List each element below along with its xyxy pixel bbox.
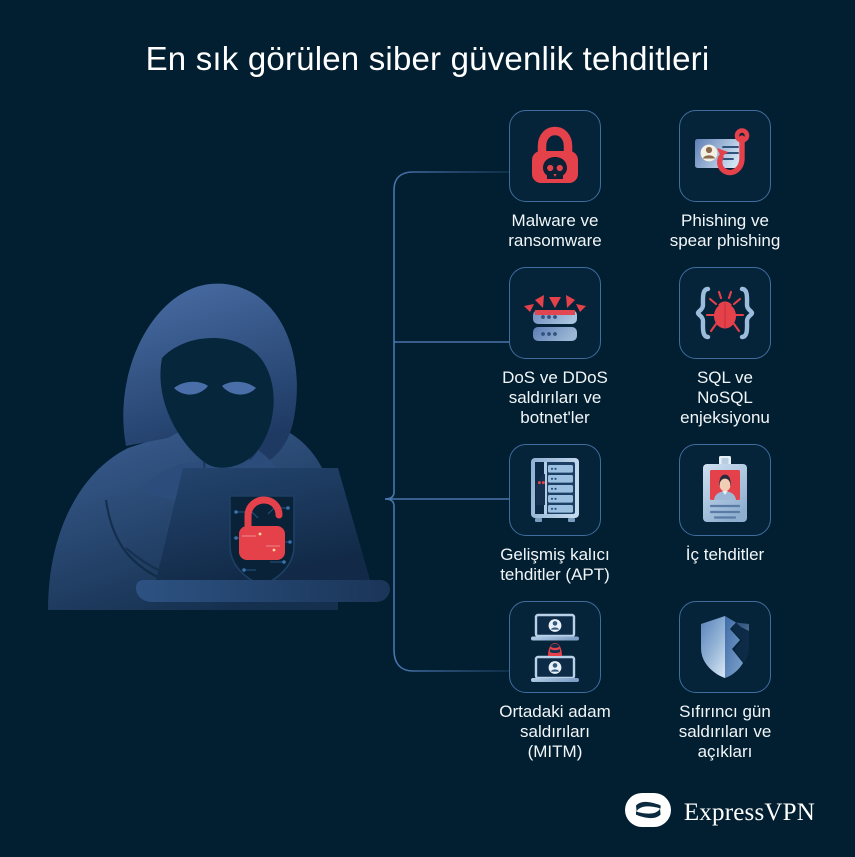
threat-row: Ortadaki adam saldırıları (MITM): [470, 601, 810, 762]
cracked-shield-icon: [694, 613, 756, 681]
server-cabinet-intruder-icon: [526, 455, 584, 525]
threat-item-sql-injection[interactable]: SQL ve NoSQL enjeksiyonu: [640, 267, 810, 428]
threat-row: DoS ve DDoS saldırıları ve botnet'ler: [470, 267, 810, 428]
threat-item-phishing[interactable]: Phishing ve spear phishing: [640, 110, 810, 251]
threat-icon-tile: [509, 601, 601, 693]
padlock-skull-icon: [526, 125, 584, 187]
threat-grid: Malware ve ransomware: [470, 110, 810, 762]
two-laptops-interceptor-icon: [524, 612, 586, 682]
code-braces-bug-icon: [692, 285, 758, 341]
threat-label: SQL ve NoSQL enjeksiyonu: [680, 368, 770, 427]
threat-row: Malware ve ransomware: [470, 110, 810, 251]
threat-item-malware[interactable]: Malware ve ransomware: [470, 110, 640, 251]
threat-item-zero-day[interactable]: Sıfırıncı gün saldırıları ve açıkları: [640, 601, 810, 762]
hacker-illustration: [8, 250, 408, 610]
threat-item-mitm[interactable]: Ortadaki adam saldırıları (MITM): [470, 601, 640, 762]
threat-label: Phishing ve spear phishing: [669, 211, 781, 250]
page-title: En sık görülen siber güvenlik tehditleri: [145, 40, 710, 77]
expressvpn-wordmark: ExpressVPN: [683, 798, 815, 826]
threat-item-apt[interactable]: Gelişmiş kalıcı tehditler (APT): [470, 444, 640, 585]
threat-icon-tile: [679, 601, 771, 693]
threat-icon-tile: [509, 267, 601, 359]
threat-icon-tile: [679, 267, 771, 359]
expressvpn-logo[interactable]: ExpressVPN: [624, 793, 815, 832]
threat-icon-tile: [509, 110, 601, 202]
expressvpn-e-mark-icon: [624, 793, 671, 832]
threat-icon-tile: [509, 444, 601, 536]
threat-row: Gelişmiş kalıcı tehditler (APT): [470, 444, 810, 585]
threat-label: DoS ve DDoS saldırıları ve botnet'ler: [502, 368, 608, 427]
id-card-fishhook-icon: [692, 126, 758, 186]
threat-label: Gelişmiş kalıcı tehditler (APT): [500, 545, 610, 584]
threat-icon-tile: [679, 444, 771, 536]
threat-label: Sıfırıncı gün saldırıları ve açıkları: [678, 702, 772, 761]
threat-label: Ortadaki adam saldırıları (MITM): [499, 702, 611, 761]
connector-tree: [375, 150, 535, 695]
threat-item-insider[interactable]: İç tehditler: [640, 444, 810, 585]
threat-icon-tile: [679, 110, 771, 202]
threat-item-ddos[interactable]: DoS ve DDoS saldırıları ve botnet'ler: [470, 267, 640, 428]
threat-label: Malware ve ransomware: [508, 211, 602, 250]
threat-label: İç tehditler: [685, 545, 765, 564]
server-attack-arrows-icon: [522, 284, 588, 342]
id-badge-person-icon: [698, 455, 752, 525]
